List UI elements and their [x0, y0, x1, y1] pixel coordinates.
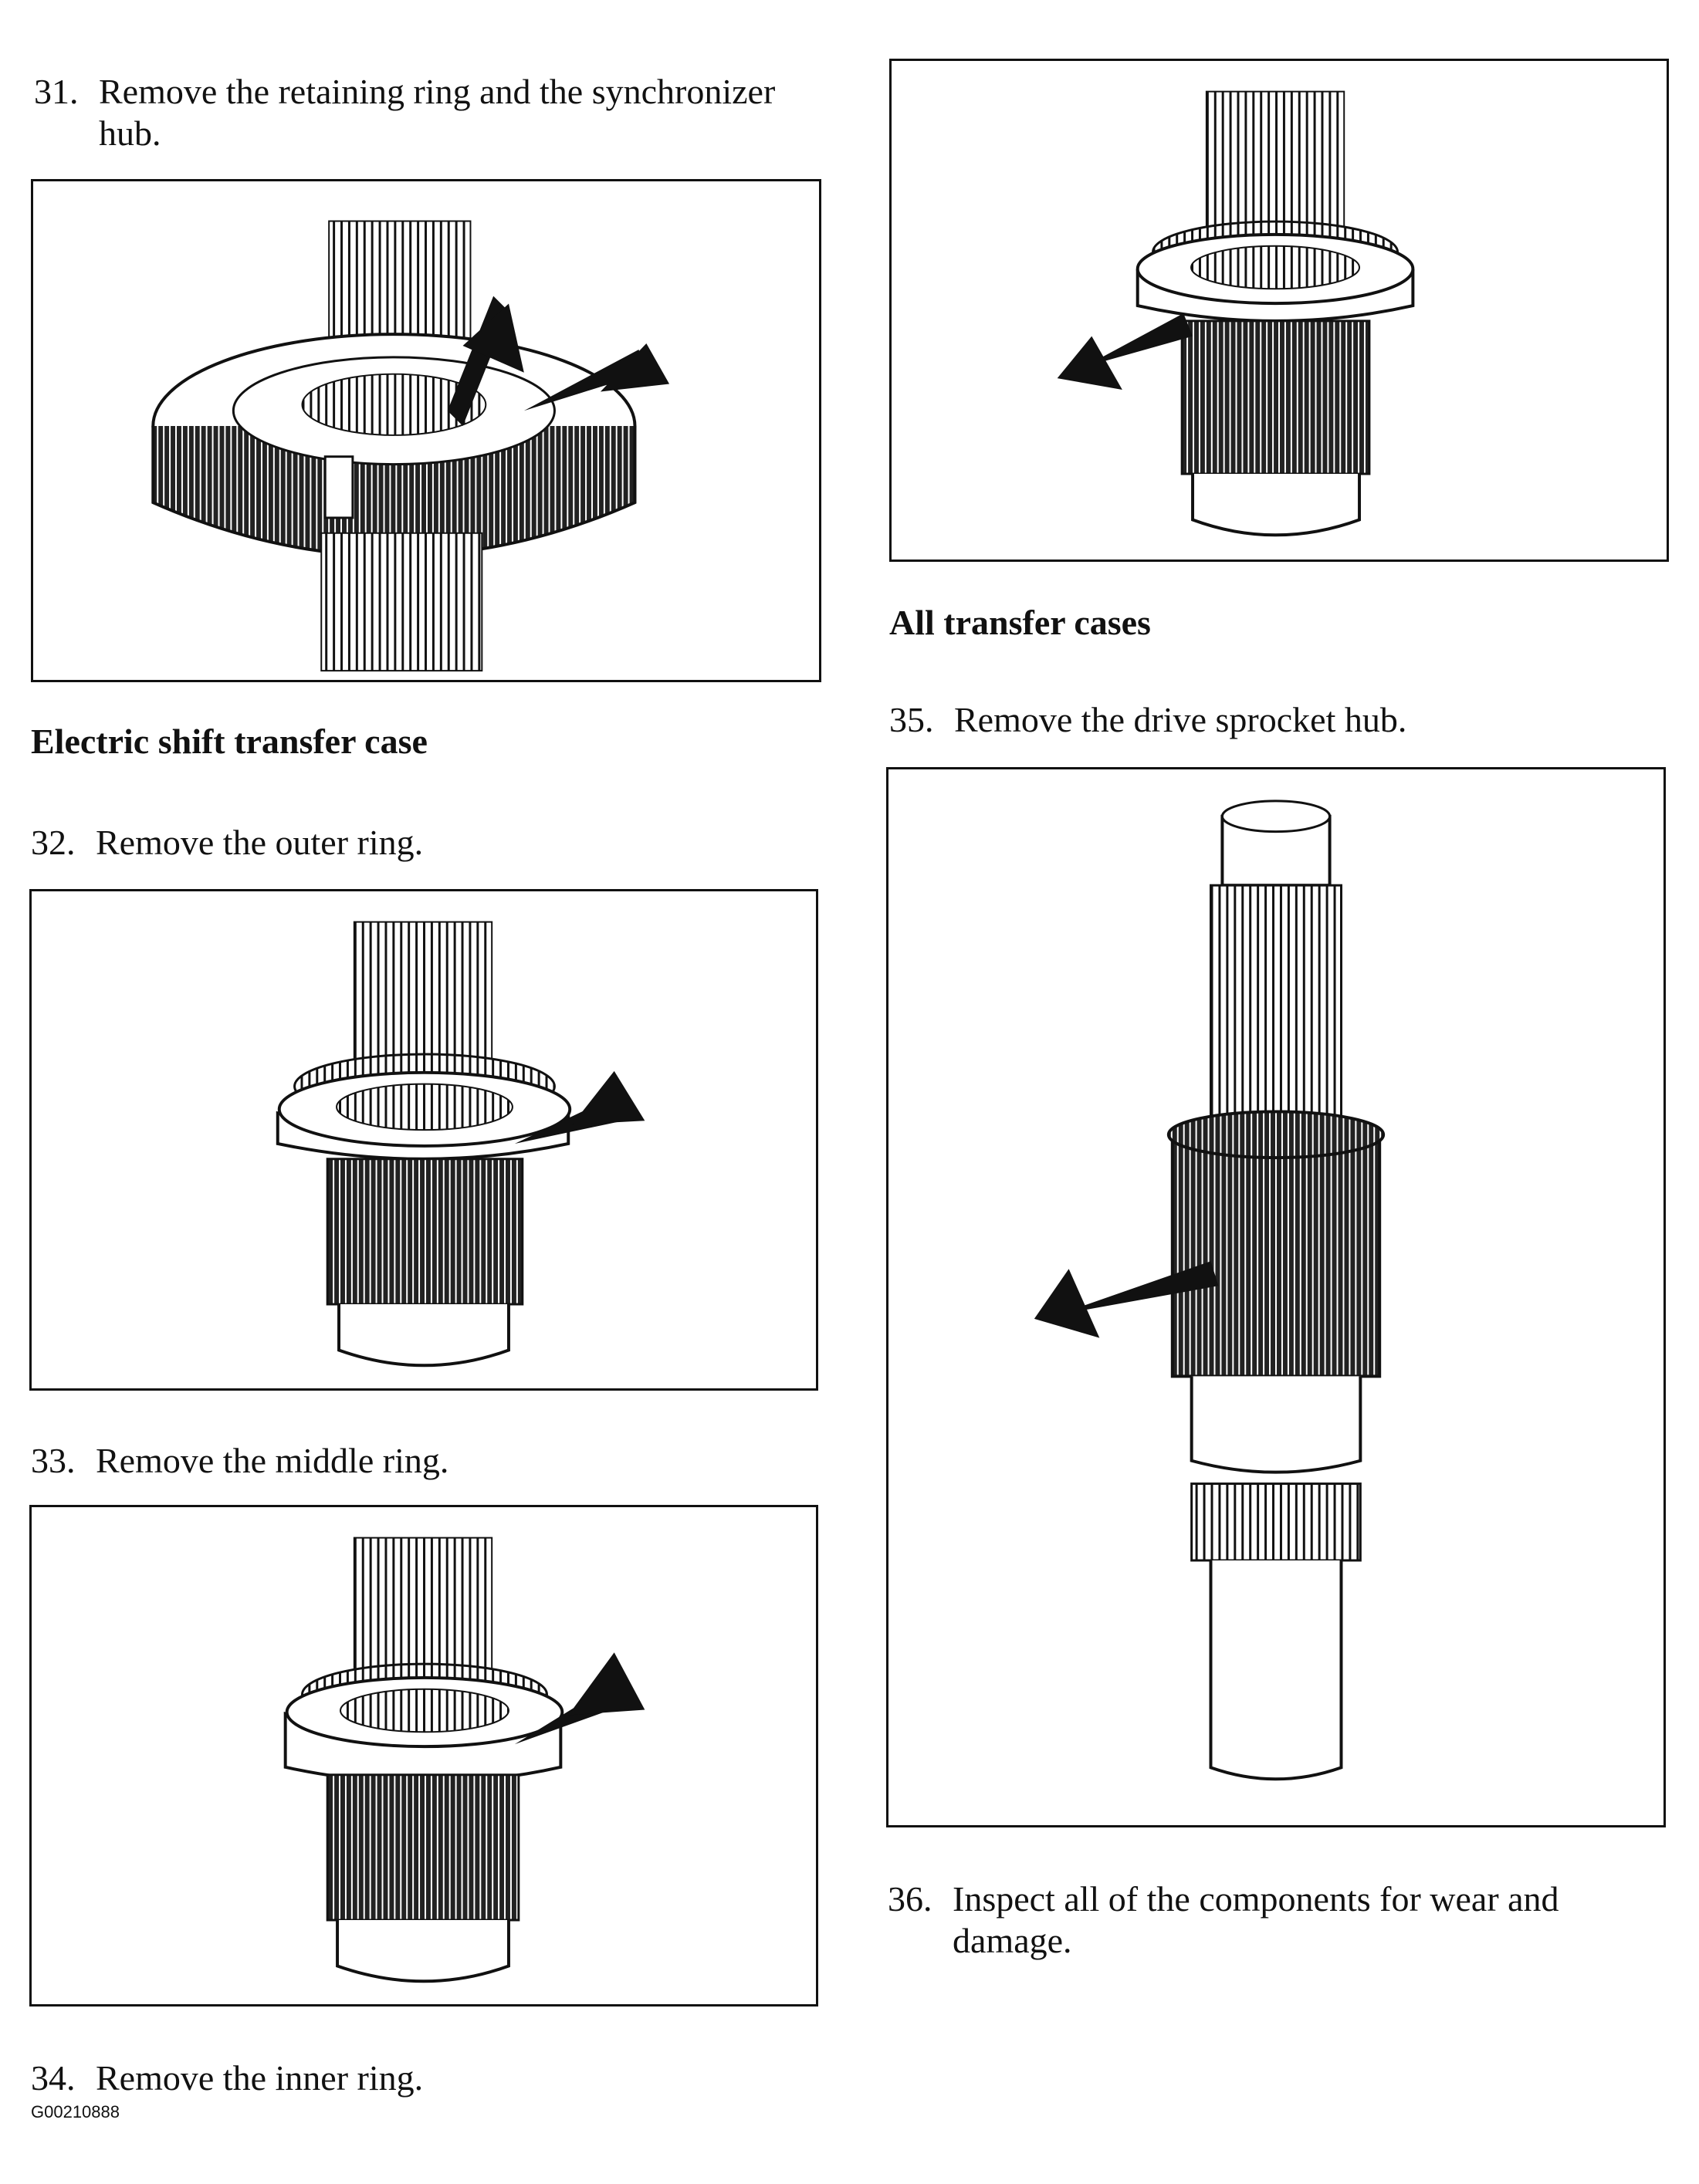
step-32: 32. Remove the outer ring.	[31, 822, 883, 864]
step-text: Remove the inner ring.	[96, 2058, 424, 2098]
step-text: Inspect all of the components for wear a…	[953, 1879, 1559, 1919]
section-heading-all-transfer-cases: All transfer cases	[889, 603, 1151, 642]
step-number: 32.	[31, 823, 76, 862]
figure-middle-ring	[29, 1505, 818, 2007]
figure-inner-ring	[889, 59, 1669, 562]
section-heading-electric-shift: Electric shift transfer case	[31, 722, 428, 761]
step-text: Remove the middle ring.	[96, 1441, 449, 1480]
step-text-continued: damage.	[953, 1921, 1072, 1960]
step-36: 36. Inspect all of the components for we…	[888, 1878, 1699, 1962]
step-number: 31.	[34, 72, 79, 111]
step-text: Remove the drive sprocket hub.	[954, 700, 1407, 739]
figure-drive-sprocket-hub	[886, 767, 1666, 1827]
step-number: 36.	[888, 1879, 932, 1919]
step-33: 33. Remove the middle ring.	[31, 1440, 883, 1482]
step-number: 35.	[889, 700, 934, 739]
step-number: 34.	[31, 2058, 76, 2098]
figure-outer-ring	[29, 889, 818, 1391]
step-text: Remove the outer ring.	[96, 823, 424, 862]
step-number: 33.	[31, 1441, 76, 1480]
step-31: 31. Remove the retaining ring and the sy…	[34, 71, 886, 154]
figure-synchronizer-hub	[31, 179, 821, 682]
step-35: 35. Remove the drive sprocket hub.	[889, 699, 1699, 741]
figure-code: G00210888	[31, 2102, 120, 2121]
step-34: 34. Remove the inner ring.	[31, 2057, 883, 2099]
step-text: Remove the retaining ring and the synchr…	[99, 72, 776, 111]
step-text-continued: hub.	[99, 113, 161, 153]
